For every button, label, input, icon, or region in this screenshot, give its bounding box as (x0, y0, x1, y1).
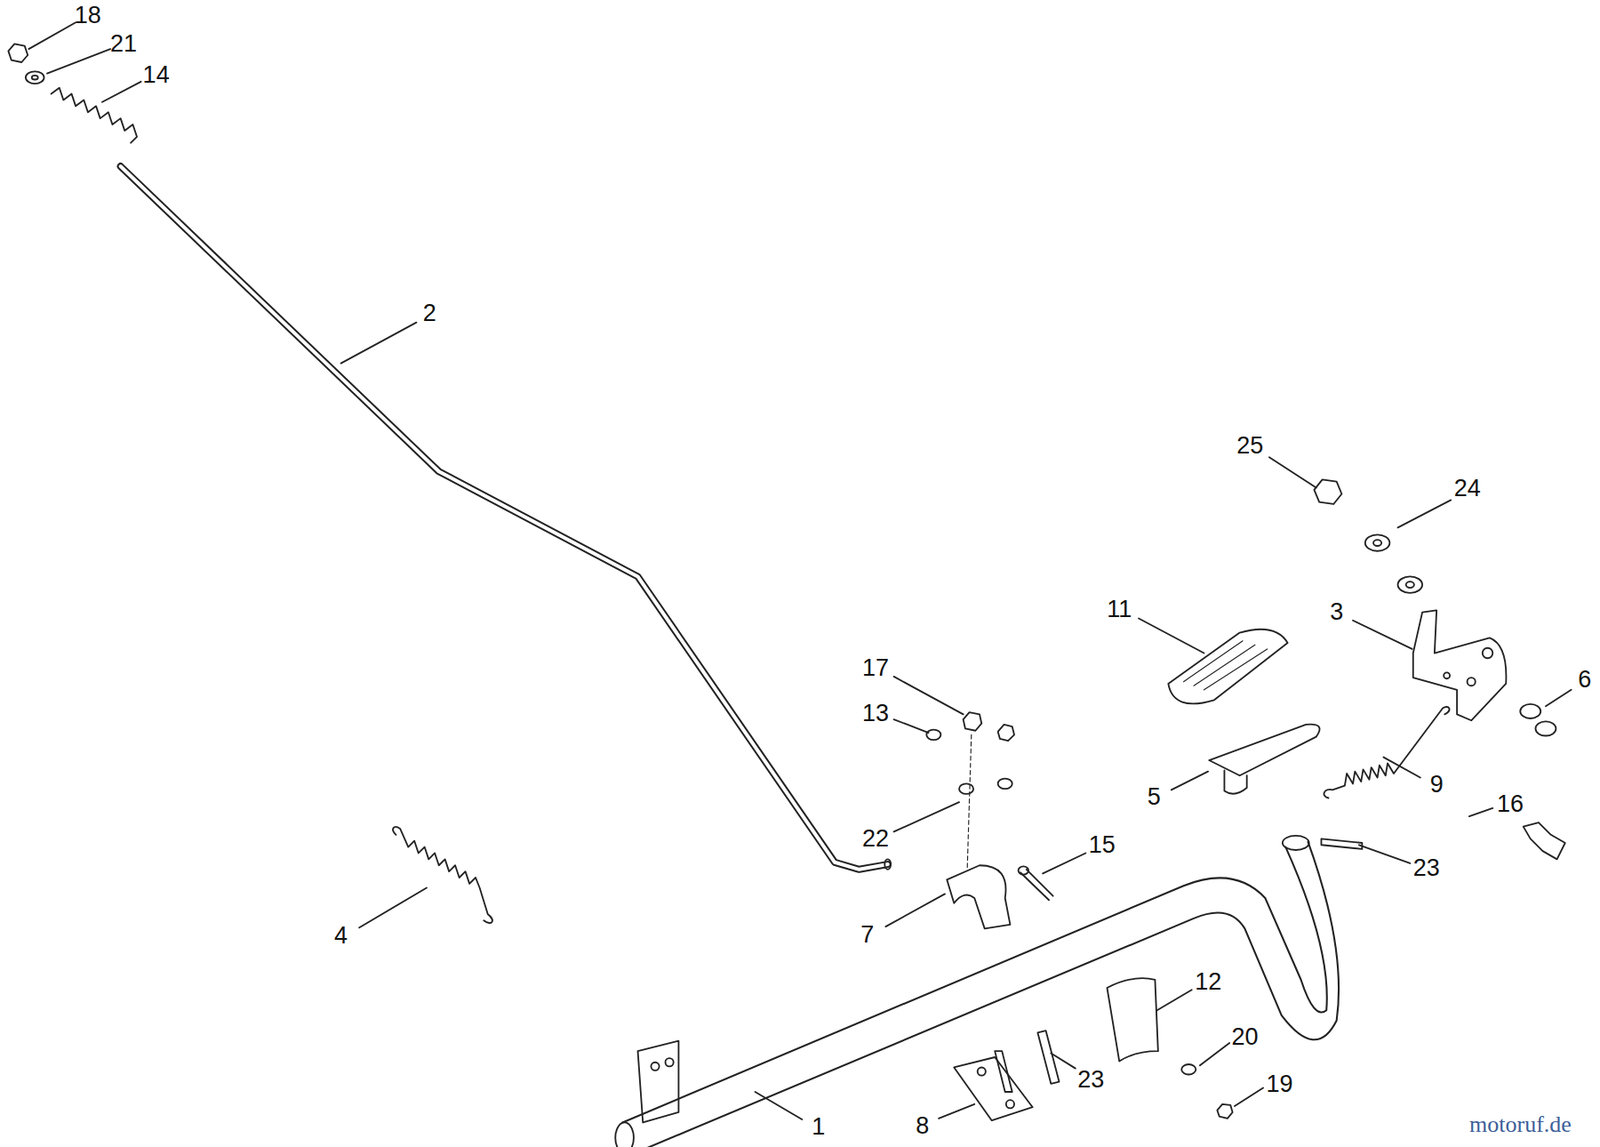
callout-number: 7 (860, 922, 874, 947)
callout-number: 8 (915, 1113, 929, 1138)
callout-number: 17 (862, 656, 889, 680)
callout-number: 2 (423, 301, 437, 326)
callout-number: 6 (1577, 667, 1592, 692)
callout-number: 23 (1413, 856, 1440, 880)
callout-number: 4 (334, 923, 348, 948)
watermark: motoruf.de (1469, 1112, 1572, 1136)
callout-number: 3 (1329, 600, 1344, 624)
callout-number: 13 (862, 701, 889, 726)
callout-number: 12 (1194, 969, 1222, 994)
callout-number: 16 (1496, 792, 1524, 816)
callout-number: 15 (1088, 832, 1116, 857)
callout-number: 14 (143, 63, 170, 88)
callout-number: 22 (862, 826, 889, 851)
callout-number: 5 (1147, 784, 1161, 809)
leader-lines (28, 22, 1571, 1120)
callout-number: 20 (1231, 1024, 1258, 1049)
callout-number: 21 (110, 32, 137, 56)
callout-number: 18 (74, 3, 102, 28)
callout-number: 24 (1454, 476, 1481, 501)
callout-number: 9 (1430, 772, 1444, 797)
callout-number: 11 (1106, 597, 1132, 622)
callout-number: 19 (1266, 1072, 1294, 1096)
callout-number: 23 (1077, 1067, 1104, 1092)
callout-number: 25 (1236, 433, 1264, 458)
callout-number: 1 (811, 1114, 825, 1139)
